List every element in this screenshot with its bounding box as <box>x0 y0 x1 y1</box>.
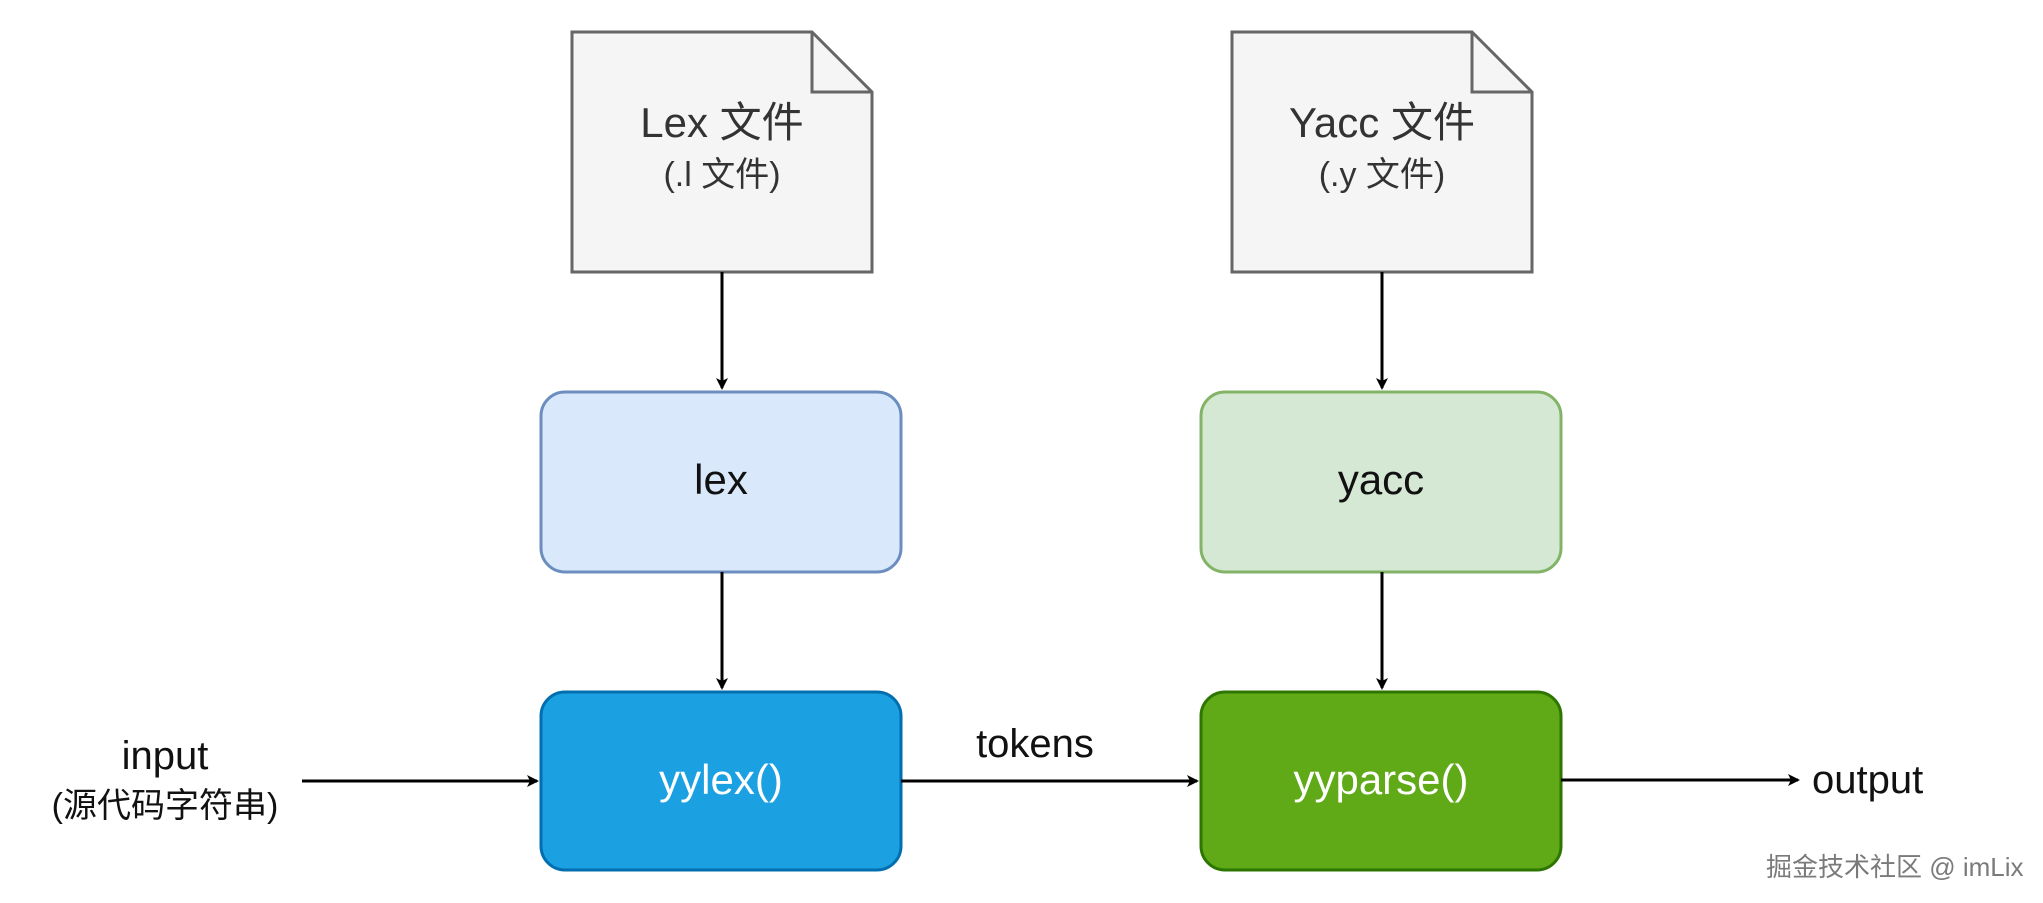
yyparse-function-label: yyparse() <box>1293 756 1469 803</box>
yylex-function-label: yylex() <box>659 756 783 803</box>
lex-tool-label: lex <box>694 456 748 503</box>
yacc-file-title: Yacc 文件 <box>1289 99 1475 146</box>
lex-file-document-fold <box>810 32 872 94</box>
output-label: output <box>1812 758 1924 802</box>
input-description: (源代码字符串) <box>51 787 279 825</box>
tokens-edge-label: tokens <box>976 722 1094 766</box>
lex-file-document-shape <box>570 30 874 274</box>
input-label: input <box>121 734 209 778</box>
lex-file-title: Lex 文件 <box>640 99 804 146</box>
watermark: 掘金技术社区 @ imLix <box>1766 852 2024 882</box>
yacc-tool-label: yacc <box>1337 456 1425 503</box>
yacc-file-subtitle: (.y 文件) <box>1318 156 1446 194</box>
yacc-file-document-fold <box>1470 32 1532 94</box>
yacc-file-document-shape <box>1230 30 1534 274</box>
lex-file-subtitle: (.l 文件) <box>663 156 781 194</box>
